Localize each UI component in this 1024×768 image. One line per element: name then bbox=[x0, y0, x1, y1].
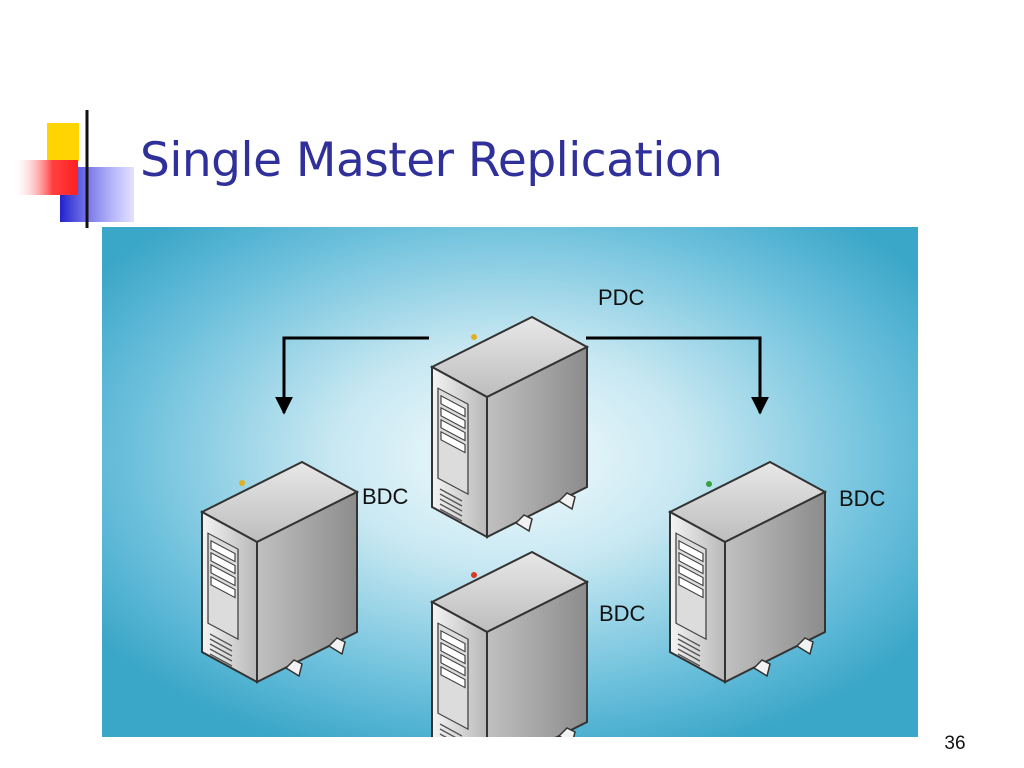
connector-pdc-to-bdc-right bbox=[586, 336, 769, 415]
status-led bbox=[239, 480, 245, 486]
status-led bbox=[471, 334, 477, 340]
label-bdc-right: BDC bbox=[839, 486, 886, 511]
server-bdc-right bbox=[669, 461, 826, 683]
server-bdc-left bbox=[201, 461, 358, 683]
label-pdc: PDC bbox=[598, 285, 645, 310]
replication-diagram: PDC BDC BDC BDC bbox=[102, 227, 918, 737]
page-title: Single Master Replication bbox=[140, 133, 723, 188]
label-bdc-left: BDC bbox=[362, 484, 409, 509]
status-led bbox=[706, 481, 712, 487]
red-square bbox=[14, 160, 78, 195]
server-bdc-center bbox=[431, 551, 588, 737]
slide-number: 36 bbox=[944, 733, 966, 754]
connector-pdc-to-bdc-left bbox=[275, 336, 429, 415]
status-led bbox=[471, 572, 477, 578]
yellow-square bbox=[47, 123, 79, 161]
server-pdc bbox=[431, 316, 588, 538]
label-bdc-center: BDC bbox=[599, 601, 646, 626]
